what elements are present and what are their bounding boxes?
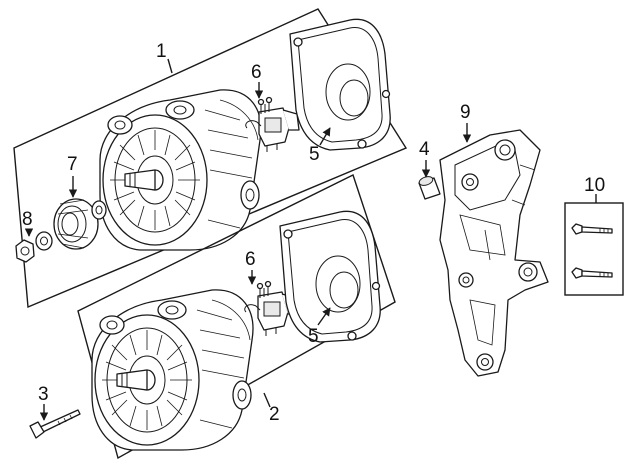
callout-5-top: 5 <box>309 144 320 165</box>
cover-top <box>289 18 391 151</box>
callout-7: 7 <box>67 154 78 175</box>
pulley <box>53 198 107 250</box>
callout-4: 4 <box>419 139 430 160</box>
callout-3: 3 <box>38 384 49 405</box>
callout-10: 10 <box>584 175 605 196</box>
callout-1: 1 <box>156 41 167 62</box>
nut-and-washer <box>15 231 53 263</box>
callout-6-top: 6 <box>251 62 262 83</box>
callout-2: 2 <box>269 404 280 425</box>
bolts-kit <box>564 202 624 296</box>
mounting-bracket <box>439 129 549 377</box>
callout-8: 8 <box>22 209 33 230</box>
callout-9: 9 <box>460 102 471 123</box>
alternator-2 <box>91 289 254 451</box>
callout-5-bottom: 5 <box>308 326 319 347</box>
alternator-1 <box>99 89 262 251</box>
bolt-single <box>29 409 81 439</box>
spacer <box>418 176 441 200</box>
callout-6-bottom: 6 <box>245 249 256 270</box>
cover-bottom <box>279 210 381 343</box>
